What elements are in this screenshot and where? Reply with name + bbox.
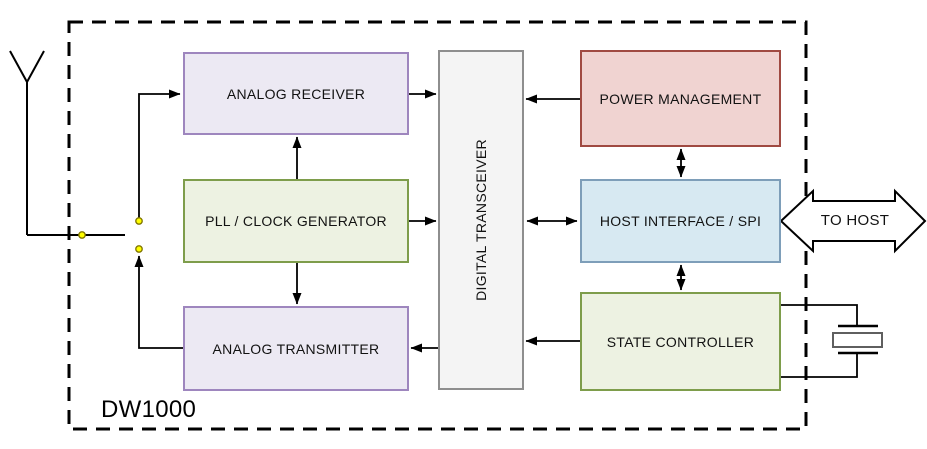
- block-digital-transceiver: DIGITAL TRANSCEIVER: [438, 50, 524, 390]
- block-host-interface-spi: HOST INTERFACE / SPI: [580, 179, 781, 263]
- to-host-arrow: [779, 188, 927, 254]
- tx-switch-node: [135, 245, 143, 253]
- arrow-analog-transmitter-to-antenna: [134, 255, 183, 349]
- crystal-lead-top: [781, 304, 858, 325]
- block-label-pll-clock-generator: PLL / CLOCK GENERATOR: [205, 213, 387, 229]
- crystal-body: [832, 332, 883, 348]
- crystal-lead-bottom: [781, 354, 858, 378]
- block-label-state-controller: STATE CONTROLLER: [606, 333, 755, 350]
- block-label-digital-transceiver: DIGITAL TRANSCEIVER: [473, 139, 489, 301]
- to-host-label: TO HOST: [820, 212, 890, 229]
- block-label-analog-transmitter: ANALOG TRANSMITTER: [212, 340, 380, 357]
- antenna-switch-node: [78, 231, 86, 239]
- block-state-controller: STATE CONTROLLER: [580, 292, 781, 391]
- block-label-power-management: POWER MANAGEMENT: [599, 90, 762, 107]
- arrow-antenna-to-analog-receiver: [138, 89, 181, 218]
- crystal-oscillator-icon: [781, 304, 883, 378]
- block-analog-receiver: ANALOG RECEIVER: [183, 52, 409, 135]
- chip-name-label: DW1000: [101, 396, 197, 423]
- chip-boundary: [67, 20, 808, 431]
- block-power-management: POWER MANAGEMENT: [580, 50, 781, 147]
- antenna-icon: [9, 50, 125, 236]
- rx-switch-node: [135, 217, 143, 225]
- antenna-v: [9, 50, 45, 85]
- block-label-analog-receiver: ANALOG RECEIVER: [226, 85, 366, 102]
- block-label-host-interface-spi: HOST INTERFACE / SPI: [599, 213, 762, 229]
- block-pll-clock-generator: PLL / CLOCK GENERATOR: [183, 179, 409, 263]
- block-analog-transmitter: ANALOG TRANSMITTER: [183, 306, 409, 391]
